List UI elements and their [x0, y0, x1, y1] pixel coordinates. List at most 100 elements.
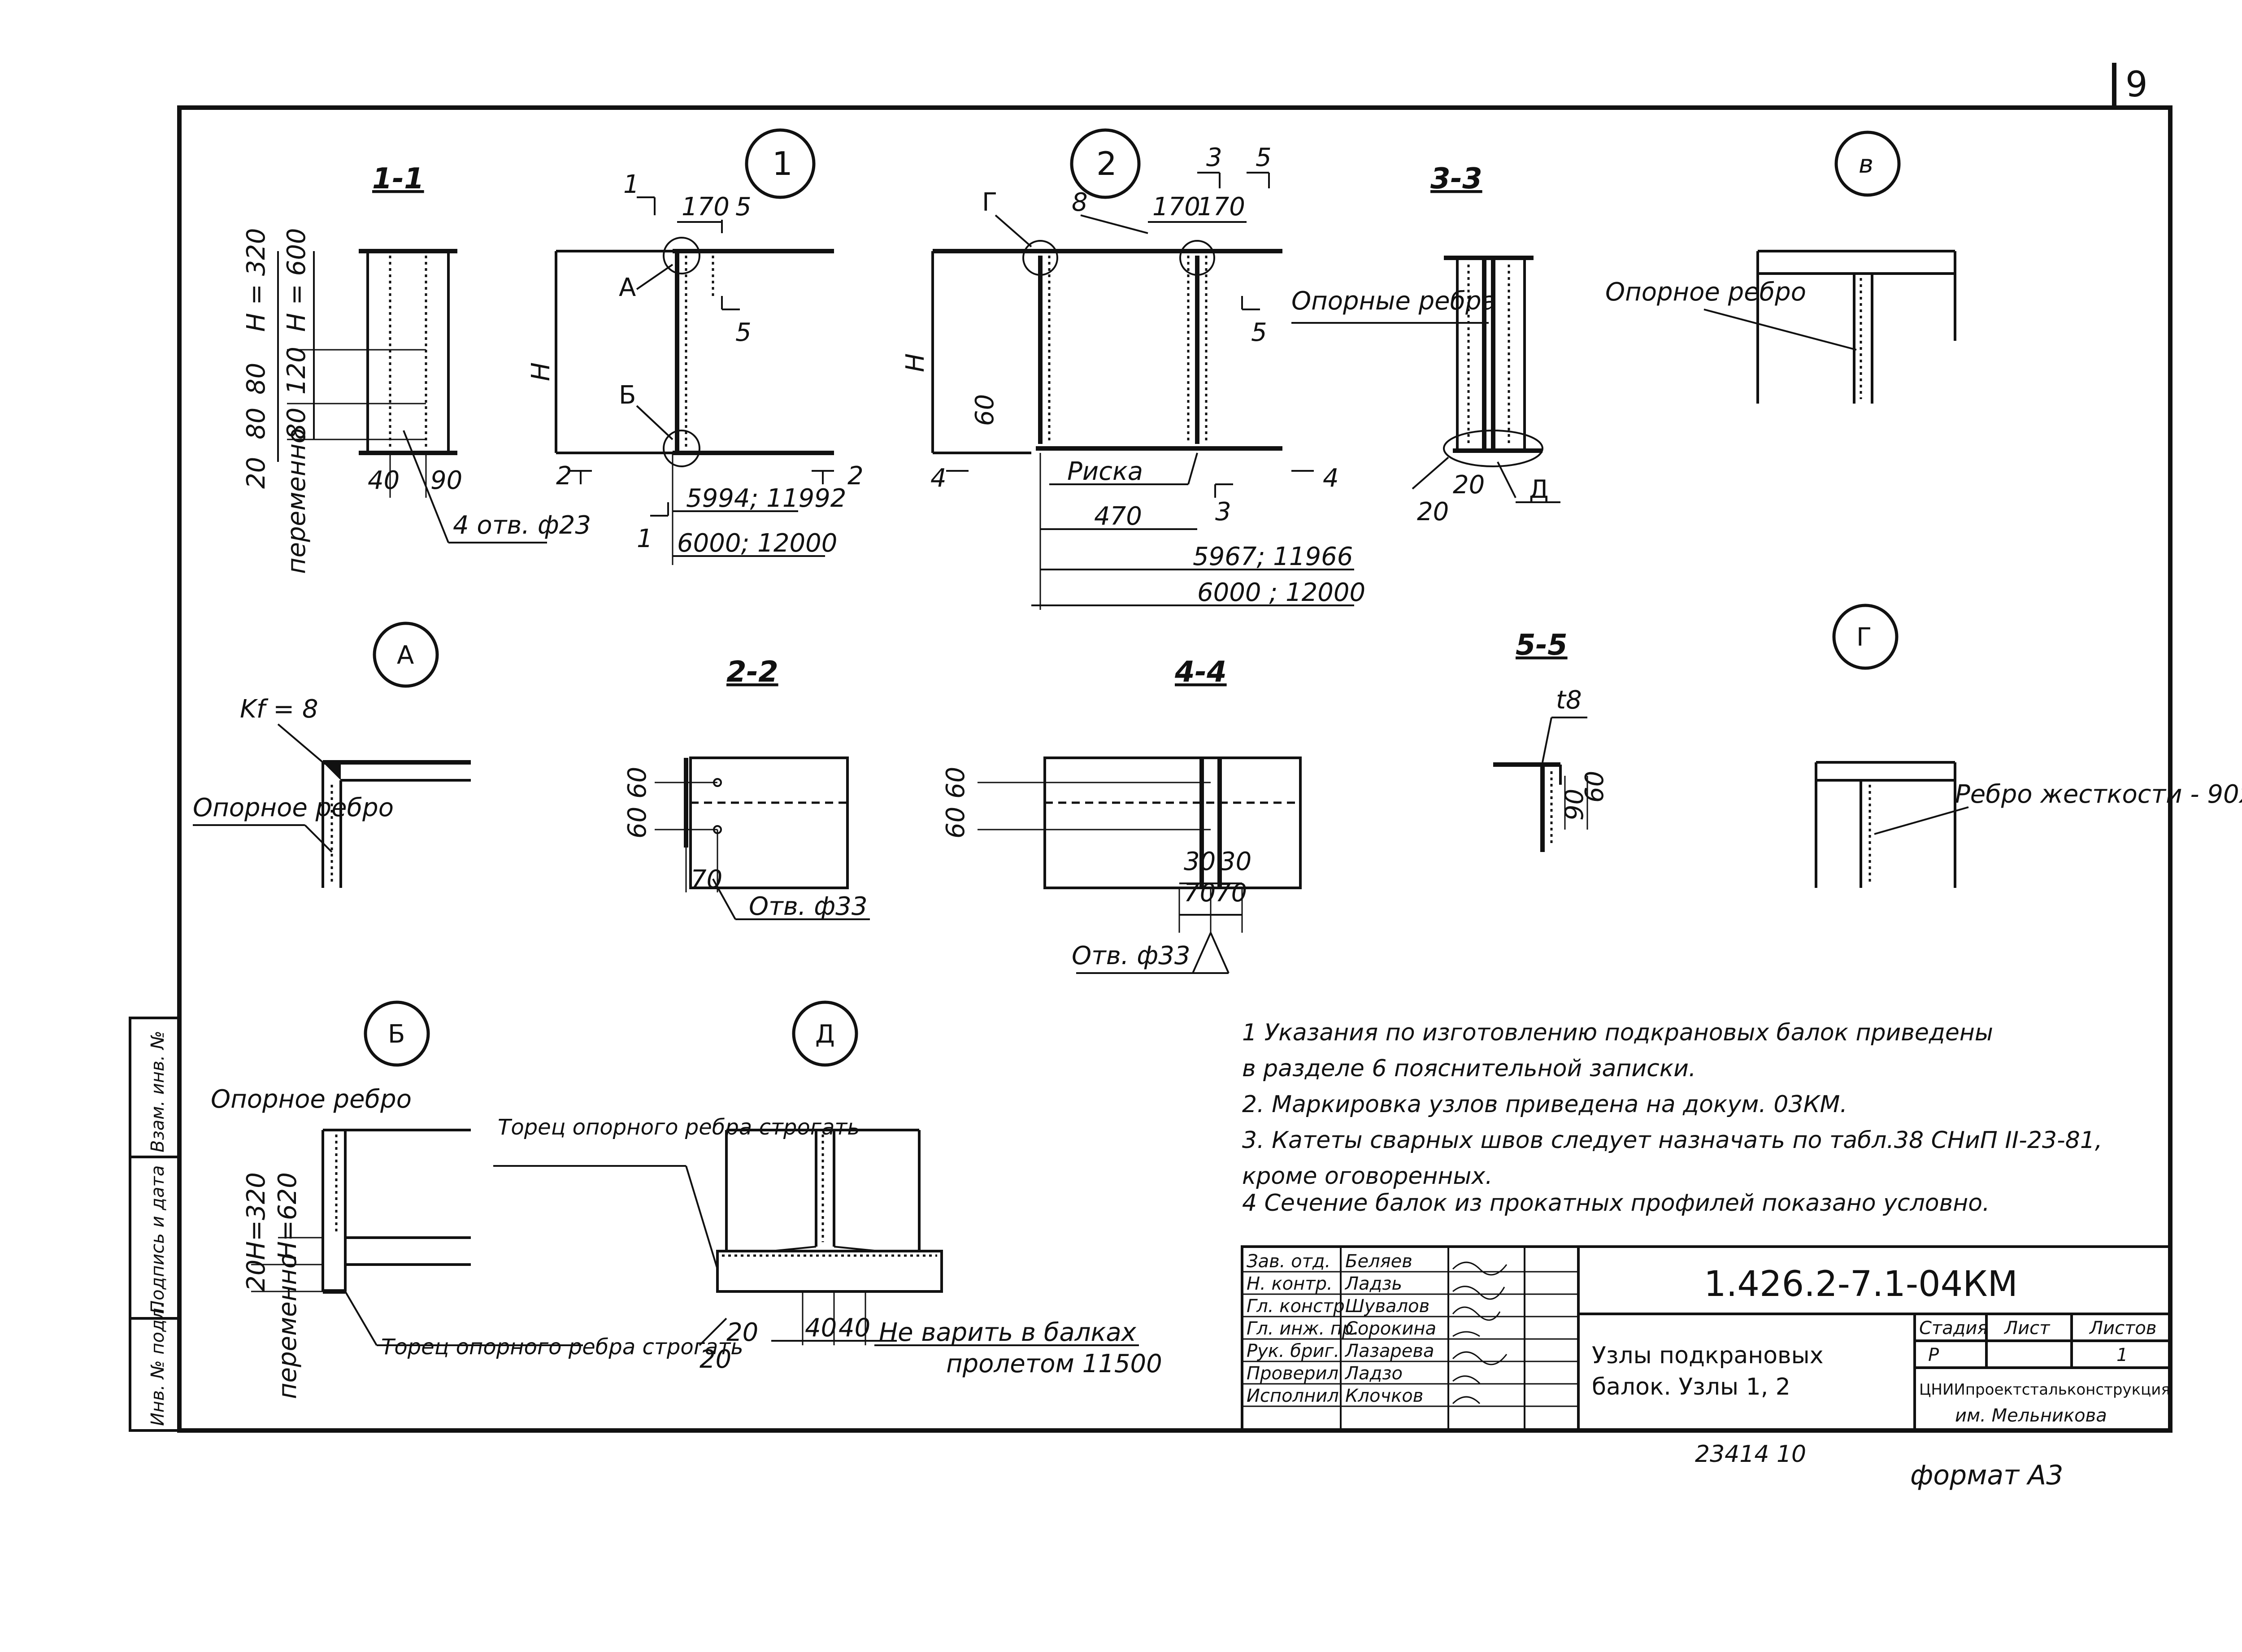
node-a: А	[397, 641, 414, 670]
section-1-1: 1-1 H = 320 H = 600 80 120 80 80 20 пере…	[242, 162, 591, 574]
tb-code: 1.426.2-7.1-04КМ	[1704, 1264, 2018, 1304]
v33-20b: 20	[1417, 497, 1449, 526]
v11-holes: 4 отв. ф23	[453, 511, 591, 540]
tb-role-6: Исполнил	[1247, 1386, 1339, 1406]
v11-h320: H = 320	[242, 228, 271, 332]
node-v-view: Опорное ребро	[1605, 250, 1956, 404]
v22-6060: 60 60	[623, 767, 652, 839]
v2-riska: Риска	[1067, 457, 1143, 486]
tb-role-5: Проверил	[1247, 1363, 1338, 1384]
signature-marks	[1452, 1261, 1508, 1404]
vD-note1: Не варить в балках	[879, 1318, 1137, 1347]
v2-6000: 6000 ; 12000	[1197, 578, 1365, 607]
vD-40a: 40	[805, 1313, 837, 1343]
v1-2a: 2	[556, 461, 572, 491]
node-d: Д	[815, 1020, 835, 1049]
vB-h320: H=320	[242, 1172, 271, 1260]
inventory-number: 23414 10	[1695, 1441, 1806, 1468]
node-g: Г	[1856, 623, 1872, 652]
v1-H: Н	[526, 362, 556, 381]
v44-hole: Отв. ф33	[1072, 941, 1190, 970]
v1-5994: 5994; 11992	[686, 484, 846, 513]
v1-1a: 1	[623, 170, 639, 199]
tb-sheet-h: Лист	[2003, 1318, 2051, 1339]
node-d-view: Торец опорного ребра строгать 40 40 20 2…	[493, 1115, 1162, 1378]
v55-60: 60	[1580, 771, 1609, 803]
v2-8: 8	[1072, 188, 1088, 217]
vG-rib: Ребро жесткости - 90х6	[1955, 780, 2242, 809]
vA-k: Kf = 8	[240, 695, 318, 724]
node-b-view: Опорное ребро H=320 H=620 20 переменно Т…	[211, 1085, 743, 1399]
v11-perem: переменно	[282, 428, 311, 574]
v1-2b: 2	[847, 461, 864, 491]
section-2-2-title: 2-2	[726, 656, 778, 689]
v2-H: Н	[901, 353, 930, 372]
v11-40: 40	[368, 466, 400, 495]
tb-role-4: Рук. бриг.	[1247, 1341, 1339, 1361]
v11-80c: 80	[282, 408, 311, 439]
section-4-4: 4-4 60 60 30 30 70 70 Отв. ф33	[941, 656, 1302, 974]
section-5-5: 5-5 t8 90 60	[1493, 629, 1609, 852]
v11-90: 90	[430, 466, 462, 495]
v1-1b: 1	[637, 524, 653, 553]
vB-h620: H=620	[273, 1172, 302, 1260]
v2-ribs: Опорные ребра	[1291, 287, 1497, 316]
v2-5b: 5	[1251, 318, 1267, 347]
v33-20a: 20	[1453, 470, 1485, 500]
v11-80a: 80	[242, 363, 271, 395]
section-3-3-title: 3-3	[1430, 162, 1482, 196]
v11-120: 120	[282, 347, 311, 395]
vB-20: 20	[242, 1260, 271, 1291]
section-4-4-title: 4-4	[1174, 656, 1227, 689]
v2-3: 3	[1206, 143, 1222, 172]
v1-5b: 5	[735, 318, 752, 347]
tb-title2: балок. Узлы 1, 2	[1592, 1374, 1790, 1400]
note-4: 4 Сечение балок из прокатных профилей по…	[1242, 1190, 1990, 1217]
section-1-1-title: 1-1	[372, 162, 424, 196]
vB-rib: Опорное ребро	[211, 1085, 412, 1114]
v1-5a: 5	[735, 192, 752, 222]
tb-sheets-v: 1	[2116, 1345, 2128, 1365]
tb-sheets-h: Листов	[2089, 1318, 2156, 1339]
vD-20b: 20	[700, 1345, 731, 1374]
side-podpis: Подпись и дата	[148, 1165, 168, 1314]
v55-t8: t8	[1556, 686, 1582, 715]
node-a-view: Kf = 8 Опорное ребро	[193, 695, 471, 888]
note-2: 2. Маркировка узлов приведена на докум. …	[1242, 1091, 1847, 1118]
vA-rib: Опорное ребро	[193, 793, 394, 822]
note-1: 1 Указания по изготовлению подкрановых б…	[1242, 1019, 1993, 1046]
node-1-view: Н 1 1 170 5 5 А Б 2 2 5994; 11992 6000; …	[526, 170, 864, 565]
v2-G: Г	[982, 188, 997, 217]
v2-5: 5	[1256, 143, 1272, 172]
section-2-2: 2-2 60 60 70 Отв. ф33	[623, 656, 870, 921]
tb-name-4: Лазарева	[1344, 1341, 1434, 1361]
v11-20: 20	[242, 457, 271, 489]
title-block: Зав. отд. Беляев Н. контр. Ладзь Гл. кон…	[1241, 1245, 2172, 1432]
side-stamp: Взам. инв. № Подпись и дата Инв. № подл.	[129, 1017, 181, 1432]
v22-70: 70	[691, 865, 722, 894]
format-label: формат А3	[1910, 1460, 2063, 1491]
node-markers: 1 2 в А Г Б Д	[364, 128, 1901, 1067]
v2-470: 470	[1094, 502, 1142, 531]
v44-70b: 70	[1215, 878, 1247, 908]
v11-h600: H = 600	[282, 228, 311, 332]
tb-role-1: Н. контр.	[1247, 1274, 1333, 1294]
note-1b: в разделе 6 пояснительной записки.	[1242, 1055, 1696, 1082]
vB-torec: Торец опорного ребра строгать	[381, 1335, 743, 1360]
side-inv: Инв. № подл.	[148, 1302, 168, 1426]
note-3: 3. Катеты сварных швов следует назначать…	[1242, 1127, 2103, 1154]
v44-30a: 30	[1184, 847, 1216, 876]
tb-stage-v: Р	[1928, 1345, 1939, 1365]
v2-170a: 170	[1152, 192, 1200, 222]
v1-6000: 6000; 12000	[677, 529, 837, 558]
v11-80b: 80	[242, 408, 271, 439]
vD-40b: 40	[839, 1313, 870, 1343]
node-2-view: Н Г 8 170 170 3 5 5 Опорные ребра 60 4 4…	[901, 143, 1497, 610]
section-5-5-title: 5-5	[1516, 629, 1568, 662]
page-number: 9	[2125, 65, 2148, 105]
note-3b: кроме оговоренных.	[1242, 1163, 1493, 1190]
tb-name-2: Шувалов	[1345, 1296, 1429, 1317]
tb-role-2: Гл. констр.	[1247, 1296, 1350, 1317]
tb-role-0: Зав. отд.	[1247, 1251, 1330, 1272]
